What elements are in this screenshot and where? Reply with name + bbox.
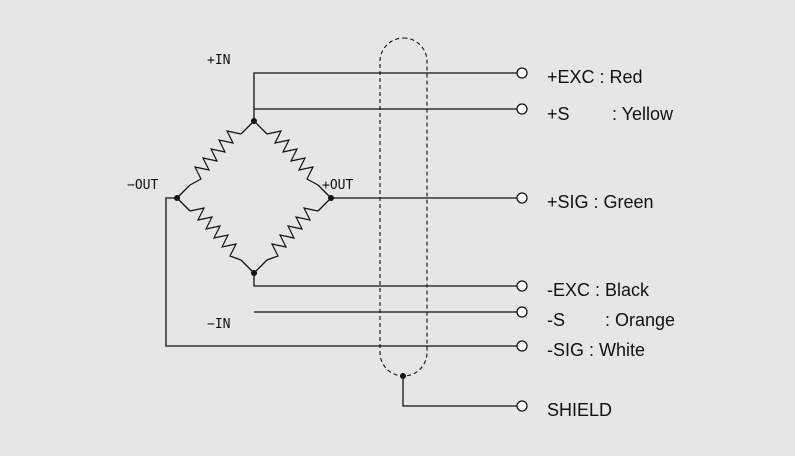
lead-wires xyxy=(165,72,517,407)
label-shield: SHIELD xyxy=(547,400,612,420)
wire-sig-minus xyxy=(165,197,517,347)
resistor-bottom-right xyxy=(266,207,319,261)
bridge-edge-top-right xyxy=(253,120,332,199)
terminal-sense-plus xyxy=(516,103,528,115)
wire-exc-plus xyxy=(253,72,517,121)
resistor-bottom-left xyxy=(189,207,242,261)
terminal-exc-minus xyxy=(516,280,528,292)
wire-exc-minus xyxy=(253,273,517,287)
shield-drain-node xyxy=(400,373,406,379)
label-exc-minus: -EXC : Black xyxy=(547,280,650,300)
terminal-sense-minus xyxy=(516,306,528,318)
bridge-edge-bottom-left xyxy=(176,197,255,274)
terminal-sig-plus xyxy=(516,192,528,204)
bridge-edge-top-left xyxy=(176,120,255,199)
resistor-top-right xyxy=(266,130,319,186)
label-sense-minus-name: -S xyxy=(547,310,565,330)
resistor-top-left xyxy=(189,130,242,186)
label-exc-plus: +EXC : Red xyxy=(547,67,643,87)
label-sense-plus-name: +S xyxy=(547,104,570,124)
wire-shield xyxy=(402,376,517,407)
bridge-edge-bottom-right xyxy=(253,197,332,274)
label-plus-out: +OUT xyxy=(322,178,353,193)
bridge-nodes xyxy=(174,118,334,276)
label-plus-in: +IN xyxy=(207,53,230,68)
label-sig-minus: -SIG : White xyxy=(547,340,645,360)
label-sense-plus-color: : Yellow xyxy=(612,104,674,124)
label-minus-out: −OUT xyxy=(127,178,158,193)
label-minus-in: −IN xyxy=(207,317,230,332)
terminal-sig-minus xyxy=(516,340,528,352)
terminal-shield xyxy=(516,400,528,412)
terminals xyxy=(516,67,528,412)
cable-shield xyxy=(379,37,428,377)
label-sense-minus-color: : Orange xyxy=(605,310,675,330)
bridge-resistors xyxy=(189,130,319,261)
bridge-wires xyxy=(176,120,332,274)
terminal-exc-plus xyxy=(516,67,528,79)
label-sig-plus: +SIG : Green xyxy=(547,192,654,212)
